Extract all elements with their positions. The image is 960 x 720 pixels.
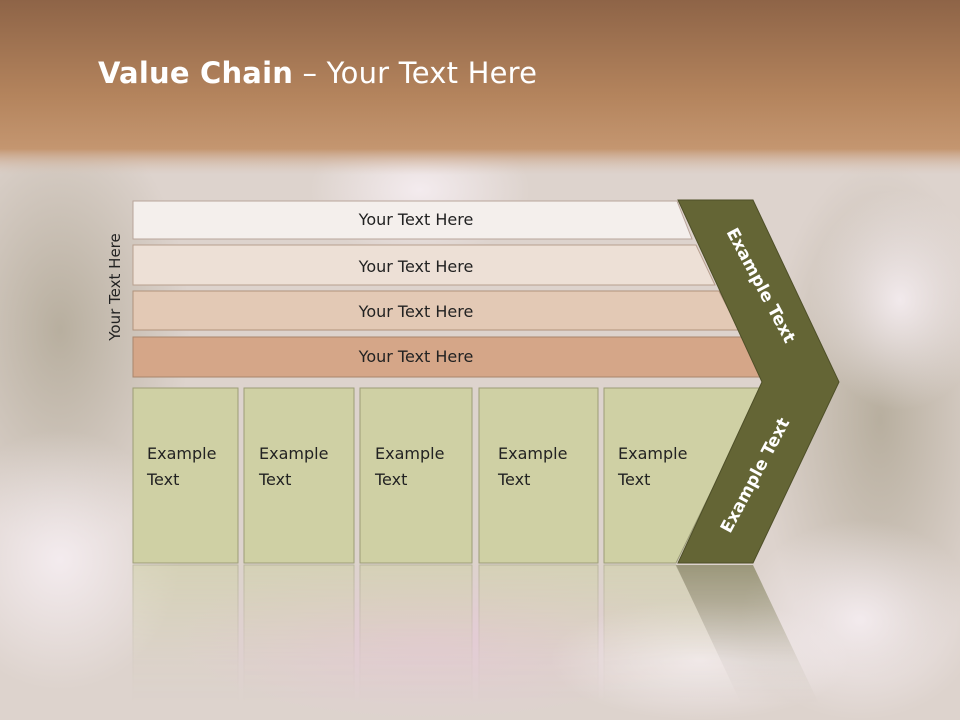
column-boxes: Example Text Example Text Example Text E… [132,387,762,564]
chevron-shape [677,199,840,564]
column-2-line2: Text [258,470,291,489]
row-bar-1-label: Your Text Here [358,210,474,229]
row-bar-1 [132,200,693,240]
row-bars: Your Text Here Your Text Here Your Text … [132,200,764,378]
row-bar-4-label: Your Text Here [358,347,474,366]
column-box-4 [478,387,599,564]
column-1-line1: Example [147,444,216,463]
column-4-line2: Text [497,470,530,489]
slide-title: Value Chain – Your Text Here [98,56,537,90]
column-4-line1: Example [498,444,567,463]
column-3-line1: Example [375,444,444,463]
column-box-1 [132,387,239,564]
column-3-line2: Text [374,470,407,489]
row-bar-2-label: Your Text Here [358,257,474,276]
row-bar-2 [132,244,716,286]
column-2-line1: Example [259,444,328,463]
title-rest: – Your Text Here [293,56,538,90]
column-box-2 [243,387,355,564]
reflection [132,564,827,720]
column-box-3 [359,387,473,564]
column-1-line2: Text [146,470,179,489]
row-bar-3-label: Your Text Here [358,302,474,321]
column-5-line2: Text [617,470,650,489]
title-bold: Value Chain [98,56,294,90]
column-5-line1: Example [618,444,687,463]
